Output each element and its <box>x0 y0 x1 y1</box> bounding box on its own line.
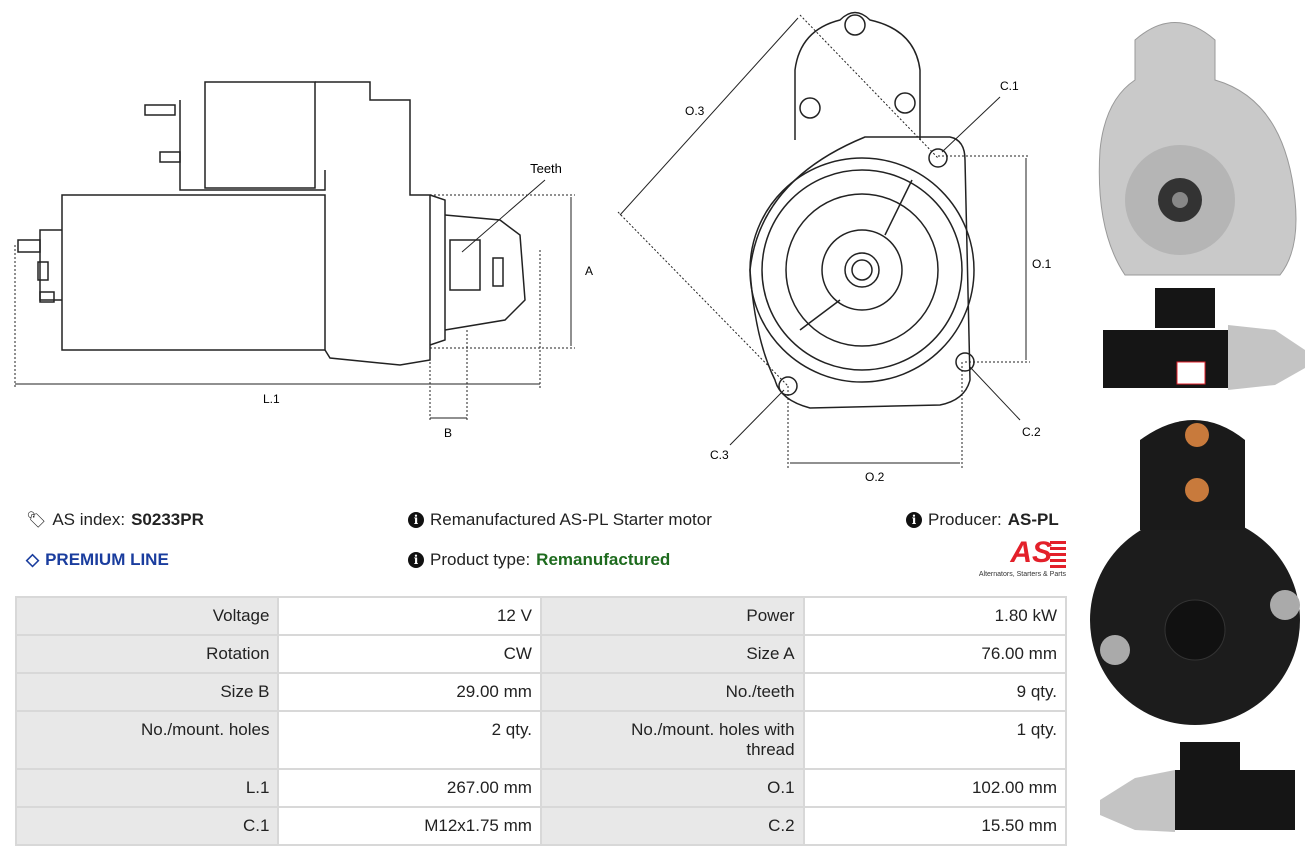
info-icon: i <box>408 512 424 528</box>
spec-value: 12 V <box>279 598 540 634</box>
description: i Remanufactured AS-PL Starter motor <box>408 510 712 530</box>
label-c3: C.3 <box>710 448 729 462</box>
photo-front-end <box>1098 22 1297 276</box>
spec-label: Rotation <box>17 636 278 672</box>
product-type-label: Product type: <box>430 550 531 569</box>
spec-value: 29.00 mm <box>279 674 540 710</box>
spec-label: Size B <box>17 674 278 710</box>
producer: i Producer: AS-PL <box>906 510 1059 530</box>
product-photos <box>1090 22 1305 832</box>
logo-tagline: Alternators, Starters & Parts <box>978 571 1066 578</box>
producer-label: Producer: <box>928 510 1002 529</box>
as-pl-logo: AS Alternators, Starters & Parts <box>966 538 1066 578</box>
label-o1: O.1 <box>1032 257 1052 271</box>
front-view-drawing: O.1 O.2 O.3 C.1 C.2 C.3 <box>617 11 1052 484</box>
label-c2: C.2 <box>1022 425 1041 439</box>
spec-value: 2 qty. <box>279 712 540 768</box>
spec-label: No./mount. holes with thread <box>541 712 803 768</box>
info-icon: i <box>408 552 424 568</box>
spec-label: No./teeth <box>541 674 803 710</box>
spec-value: 1 qty. <box>804 712 1065 768</box>
label-a: A <box>585 264 593 278</box>
spec-label: No./mount. holes <box>17 712 278 768</box>
label-b: B <box>444 426 452 440</box>
spec-label: Voltage <box>17 598 278 634</box>
label-l1: L.1 <box>263 392 280 406</box>
diamond-icon: ◇ <box>26 550 40 569</box>
as-index: 🏷︎ AS index: S0233PR <box>26 510 204 530</box>
premium-line: ◇ PREMIUM LINE <box>26 550 169 570</box>
producer-value: AS-PL <box>1007 510 1059 529</box>
spec-value: 15.50 mm <box>804 808 1065 844</box>
spec-label: L.1 <box>17 770 278 806</box>
premium-line-label: PREMIUM LINE <box>45 550 169 569</box>
spec-value: 1.80 kW <box>804 598 1065 634</box>
spec-label: Power <box>541 598 803 634</box>
label-c1: C.1 <box>1000 79 1019 93</box>
label-teeth: Teeth <box>530 161 562 176</box>
info-icon: i <box>906 512 922 528</box>
spec-value: M12x1.75 mm <box>279 808 540 844</box>
product-type-value: Remanufactured <box>536 550 671 569</box>
as-index-label: AS index: <box>52 510 126 529</box>
spec-value: 102.00 mm <box>804 770 1065 806</box>
spec-value: 9 qty. <box>804 674 1065 710</box>
photo-side-top <box>1103 288 1305 390</box>
spec-label: Size A <box>541 636 803 672</box>
spec-label: O.1 <box>541 770 803 806</box>
photo-side-bottom <box>1100 742 1295 832</box>
spec-value: CW <box>279 636 540 672</box>
spec-value: 76.00 mm <box>804 636 1065 672</box>
label-o3: O.3 <box>685 104 705 118</box>
label-o2: O.2 <box>865 470 885 484</box>
description-text: Remanufactured AS-PL Starter motor <box>430 510 712 529</box>
side-view-drawing: Teeth A B L.1 <box>14 81 593 440</box>
photo-rear-end <box>1090 420 1300 725</box>
product-type: i Product type: Remanufactured <box>408 550 670 570</box>
spec-label: C.2 <box>541 808 803 844</box>
as-index-value: S0233PR <box>131 510 204 529</box>
spec-label: C.1 <box>17 808 278 844</box>
tags-icon: 🏷︎ <box>26 512 47 529</box>
spec-value: 267.00 mm <box>279 770 540 806</box>
